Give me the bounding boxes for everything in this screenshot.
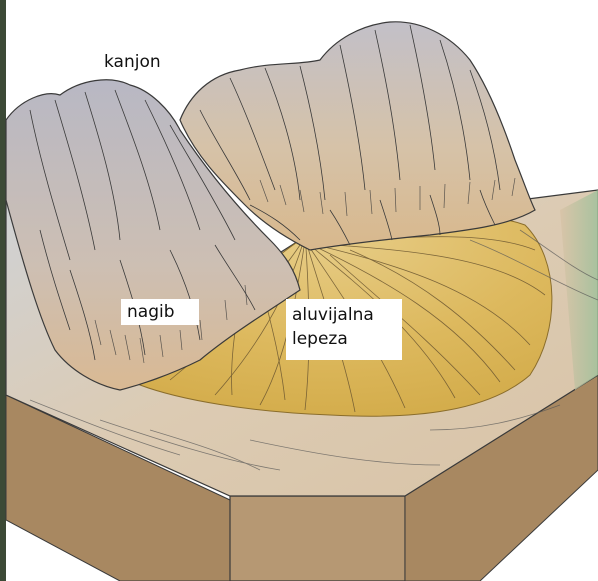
- label-alluvial-fan-line1: aluvijalna: [292, 303, 396, 327]
- label-alluvial-fan: aluvijalna lepeza: [286, 299, 402, 360]
- label-alluvial-fan-line2: lepeza: [292, 327, 396, 351]
- label-slope: nagib: [121, 299, 199, 325]
- left-edge-strip: [0, 0, 6, 581]
- label-canyon: kanjon: [104, 50, 161, 74]
- block-front-face: [230, 496, 405, 581]
